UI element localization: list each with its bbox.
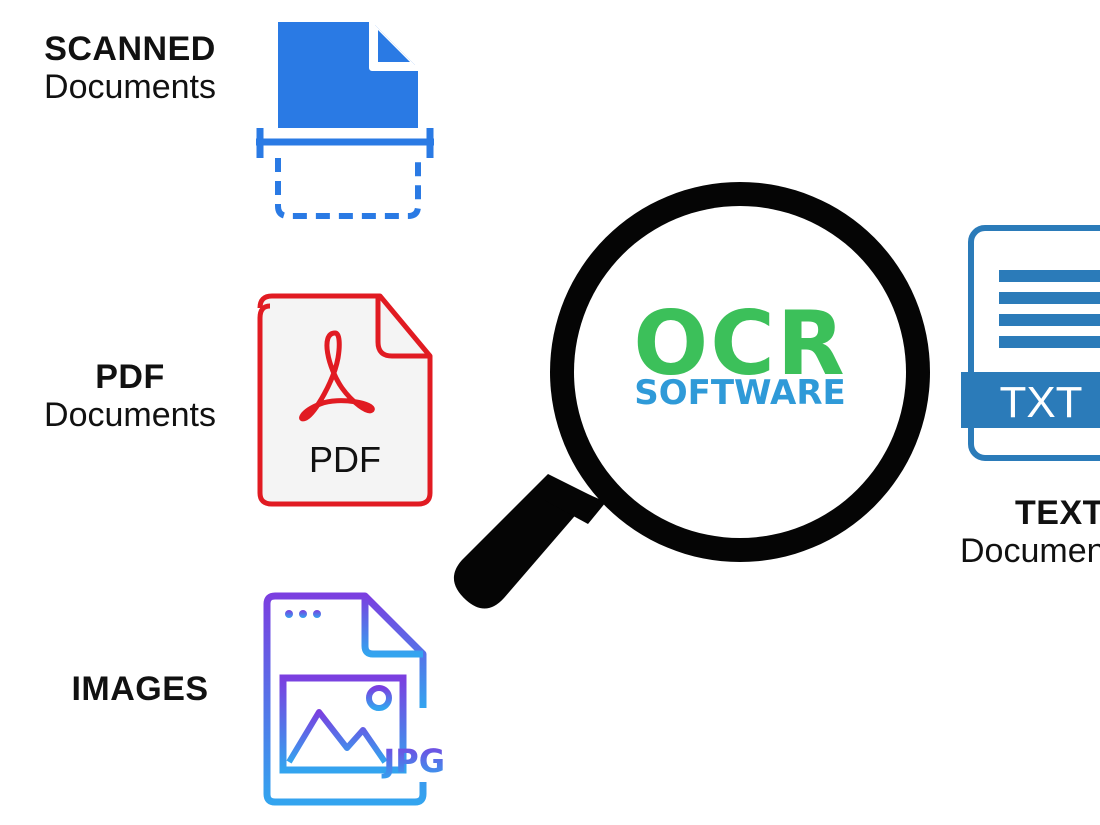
images-title: IMAGES: [71, 670, 209, 708]
scanned-documents-label: SCANNED Documents: [20, 32, 240, 104]
scanned-title: SCANNED: [44, 30, 216, 68]
jpg-image-icon: JPG: [263, 592, 445, 806]
scanned-subtitle: Documents: [44, 68, 216, 106]
acrobat-icon: [299, 330, 375, 422]
images-label: IMAGES: [50, 672, 230, 706]
text-documents-label: TEXT Documents: [960, 496, 1100, 568]
text-title: TEXT: [1015, 494, 1100, 532]
jpg-badge-text: JPG: [381, 742, 445, 780]
pdf-title: PDF: [95, 358, 165, 396]
pdf-document-icon: PDF: [257, 293, 433, 507]
pdf-documents-label: PDF Documents: [20, 360, 240, 432]
magnifier-icon: OCR SOFTWARE: [453, 182, 930, 609]
txt-badge-text: TXT: [999, 378, 1082, 427]
ocr-title: OCR: [633, 292, 846, 395]
pdf-subtitle: Documents: [44, 396, 216, 434]
scanned-document-icon: [256, 22, 434, 219]
software-subtitle: SOFTWARE: [634, 373, 846, 413]
text-subtitle: Documents: [960, 532, 1100, 570]
txt-document-icon: TXT: [961, 225, 1100, 461]
pdf-badge-text: PDF: [309, 439, 381, 480]
